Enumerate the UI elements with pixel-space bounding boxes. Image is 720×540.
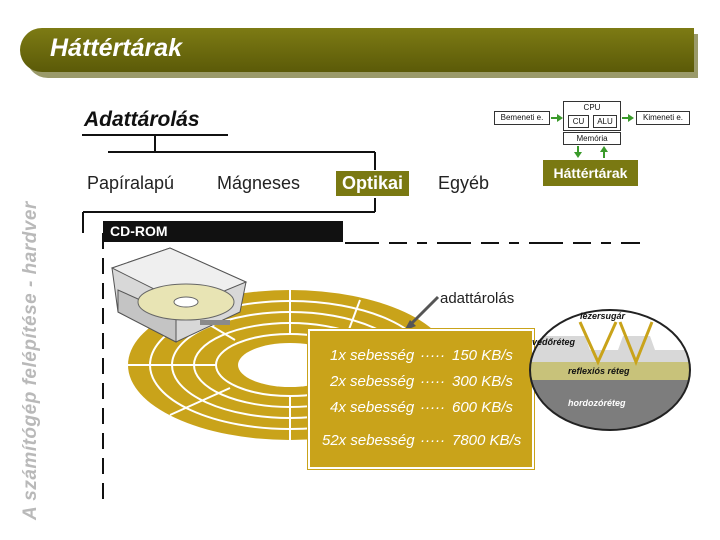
cdrom-header-bar xyxy=(103,221,343,242)
speed-table: 1x sebesség ····· 150 KB/s 2x sebesség ·… xyxy=(308,329,534,469)
cu-box: CU xyxy=(568,115,589,128)
alu-box: ALU xyxy=(593,115,617,128)
category-other[interactable]: Egyéb xyxy=(438,173,490,193)
input-device-box: Bemeneti e. xyxy=(494,111,550,125)
speed-rate: 7800 KB/s xyxy=(452,432,522,449)
category-paper[interactable]: Papíralapú xyxy=(87,173,175,193)
speed-rate: 300 KB/s xyxy=(452,373,513,390)
cdrom-title: CD-ROM xyxy=(110,223,168,239)
category-optical[interactable]: Optikai xyxy=(336,171,410,196)
protective-layer-label: védőréteg xyxy=(532,337,576,347)
category-magnetic[interactable]: Mágneses xyxy=(217,173,301,193)
speed-dots: ····· xyxy=(420,432,445,449)
speed-dots: ····· xyxy=(420,373,445,390)
speed-label: 4x sebesség xyxy=(330,399,415,416)
header-banner xyxy=(20,28,694,72)
output-device-box: Kimeneti e. xyxy=(636,111,690,125)
speed-label: 52x sebesség xyxy=(322,432,415,449)
storage-annotation: adattárolás xyxy=(440,290,515,307)
reflective-layer-label: reflexiós réteg xyxy=(568,366,630,376)
memory-box: Memória xyxy=(563,132,621,145)
page-title: Háttértárak xyxy=(50,34,183,62)
laser-label: lézersugár xyxy=(580,311,626,321)
heading-underline xyxy=(82,134,228,136)
speed-rate: 600 KB/s xyxy=(452,399,513,416)
carrier-layer-label: hordozóréteg xyxy=(568,398,626,408)
speed-label: 2x sebesség xyxy=(330,373,415,390)
cpu-label: CPU xyxy=(583,103,601,112)
speed-label: 1x sebesség xyxy=(330,347,415,364)
speed-dots: ····· xyxy=(420,347,445,364)
storage-highlight-label: Háttértárak xyxy=(543,160,638,186)
speed-rate: 150 KB/s xyxy=(452,347,513,364)
section-heading: Adattárolás xyxy=(84,108,200,131)
speed-dots: ····· xyxy=(420,399,445,416)
